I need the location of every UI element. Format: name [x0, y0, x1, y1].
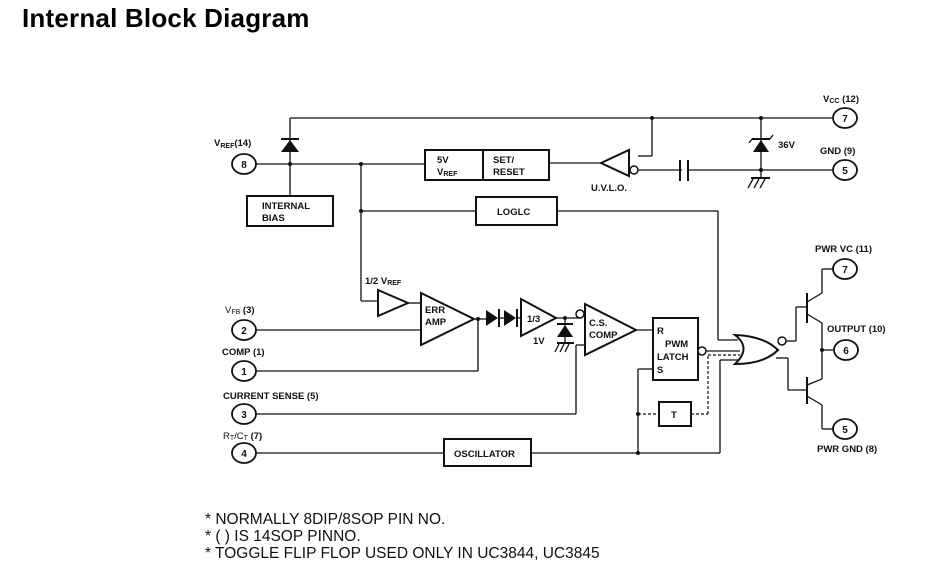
svg-text:OSCILLATOR: OSCILLATOR	[454, 449, 515, 460]
footnote: * NORMALLY 8DIP/8SOP PIN NO.	[205, 511, 446, 528]
pin-vfb[interactable]: VFB (3) 2	[225, 305, 257, 341]
vcc-rail	[290, 116, 832, 157]
svg-text:SET/: SET/	[493, 155, 514, 166]
svg-text:36V: 36V	[778, 140, 796, 151]
svg-text:2: 2	[241, 326, 247, 337]
diode-pair-icon	[486, 309, 521, 327]
pin-vcc[interactable]: VCC (12) 7	[823, 94, 859, 129]
svg-text:ERR: ERR	[425, 305, 445, 316]
svg-text:4: 4	[241, 449, 247, 460]
svg-text:VCC (12): VCC (12)	[823, 94, 859, 105]
svg-text:6: 6	[843, 346, 849, 357]
svg-text:GND (9): GND (9)	[820, 146, 855, 157]
zener-36v-icon: 36V	[748, 118, 796, 172]
svg-text:PWM: PWM	[665, 339, 688, 350]
oscillator-block: OSCILLATOR	[443, 438, 532, 467]
current-sense-comparator: C.S. COMP	[575, 302, 653, 414]
svg-text:1/2 VREF: 1/2 VREF	[365, 276, 402, 287]
logic-block: LOGLC	[359, 164, 738, 341]
pin-vref[interactable]: VREF(14) 8	[214, 138, 257, 175]
pin-output[interactable]: OUTPUT (10) 6	[827, 324, 886, 361]
svg-text:INTERNAL: INTERNAL	[262, 201, 310, 212]
footnote: * TOGGLE FLIP FLOP USED ONLY IN UC3844, …	[205, 545, 600, 562]
svg-text:3: 3	[241, 410, 247, 421]
svg-text:1: 1	[241, 367, 247, 378]
footnotes: * NORMALLY 8DIP/8SOP PIN NO. * ( ) IS 14…	[205, 511, 600, 562]
svg-text:LATCH: LATCH	[657, 352, 689, 363]
divider-one-third: 1/3 1V	[520, 297, 585, 347]
nor-gate	[731, 306, 806, 391]
svg-text:S: S	[657, 365, 663, 376]
uvlo-buffer: U.V.L.O.	[549, 148, 682, 194]
svg-text:VFB (3): VFB (3)	[225, 305, 255, 316]
ground-icon	[747, 170, 770, 189]
internal-bias-block: INTERNAL BIAS	[246, 164, 334, 227]
pwm-latch: R PWM LATCH S	[637, 317, 740, 453]
pin-pwr-gnd[interactable]: 5 PWR GND (8)	[817, 418, 877, 455]
svg-text:8: 8	[241, 160, 247, 171]
svg-text:CURRENT SENSE (5): CURRENT SENSE (5)	[223, 391, 319, 402]
pin-pwr-vc[interactable]: PWR VC (11) 7	[815, 244, 872, 280]
svg-text:5: 5	[842, 166, 848, 177]
svg-text:R: R	[657, 326, 664, 337]
pin-vref-label: VREF(14)	[214, 138, 251, 150]
svg-text:COMP: COMP	[589, 330, 618, 341]
svg-text:1V: 1V	[533, 336, 545, 347]
error-amplifier: ERR AMP	[420, 291, 486, 371]
zener-1v-icon	[554, 318, 574, 353]
toggle-flip-flop: T	[636, 354, 740, 427]
svg-text:U.V.L.O.: U.V.L.O.	[591, 183, 627, 194]
svg-text:AMP: AMP	[425, 317, 447, 328]
svg-text:LOGLC: LOGLC	[497, 207, 530, 218]
lower-transistor-icon	[806, 348, 833, 430]
svg-text:COMP (1): COMP (1)	[222, 347, 265, 358]
svg-text:5: 5	[842, 425, 848, 436]
svg-text:PWR GND (8): PWR GND (8)	[817, 444, 877, 455]
svg-text:OUTPUT (10): OUTPUT (10)	[827, 324, 886, 335]
svg-text:PWR VC (11): PWR VC (11)	[815, 244, 872, 255]
svg-text:RT/CT (7): RT/CT (7)	[223, 431, 262, 442]
footnote: * ( ) IS 14SOP PINNO.	[205, 528, 361, 545]
svg-text:VREF: VREF	[437, 167, 458, 178]
svg-text:7: 7	[842, 114, 848, 125]
pin-gnd[interactable]: GND (9) 5	[820, 146, 858, 181]
pin-comp[interactable]: COMP (1) 1	[222, 347, 265, 382]
svg-text:7: 7	[842, 265, 848, 276]
svg-text:BIAS: BIAS	[262, 213, 285, 224]
vref-5v-block: 5V VREF SET/ RESET	[424, 149, 550, 181]
svg-text:RESET: RESET	[493, 167, 525, 178]
svg-text:1/3: 1/3	[527, 314, 540, 325]
half-vref-buffer: 1/2 VREF	[361, 276, 421, 318]
vref-diode-icon	[281, 118, 299, 164]
svg-text:5V: 5V	[437, 155, 449, 166]
pin-rtct[interactable]: RT/CT (7) 4	[223, 431, 262, 464]
upper-transistor-icon	[806, 268, 833, 379]
page-title: Internal Block Diagram	[22, 3, 310, 33]
svg-text:T: T	[671, 410, 677, 421]
svg-text:C.S.: C.S.	[589, 318, 607, 329]
pin-current-sense[interactable]: CURRENT SENSE (5) 3	[223, 391, 319, 425]
